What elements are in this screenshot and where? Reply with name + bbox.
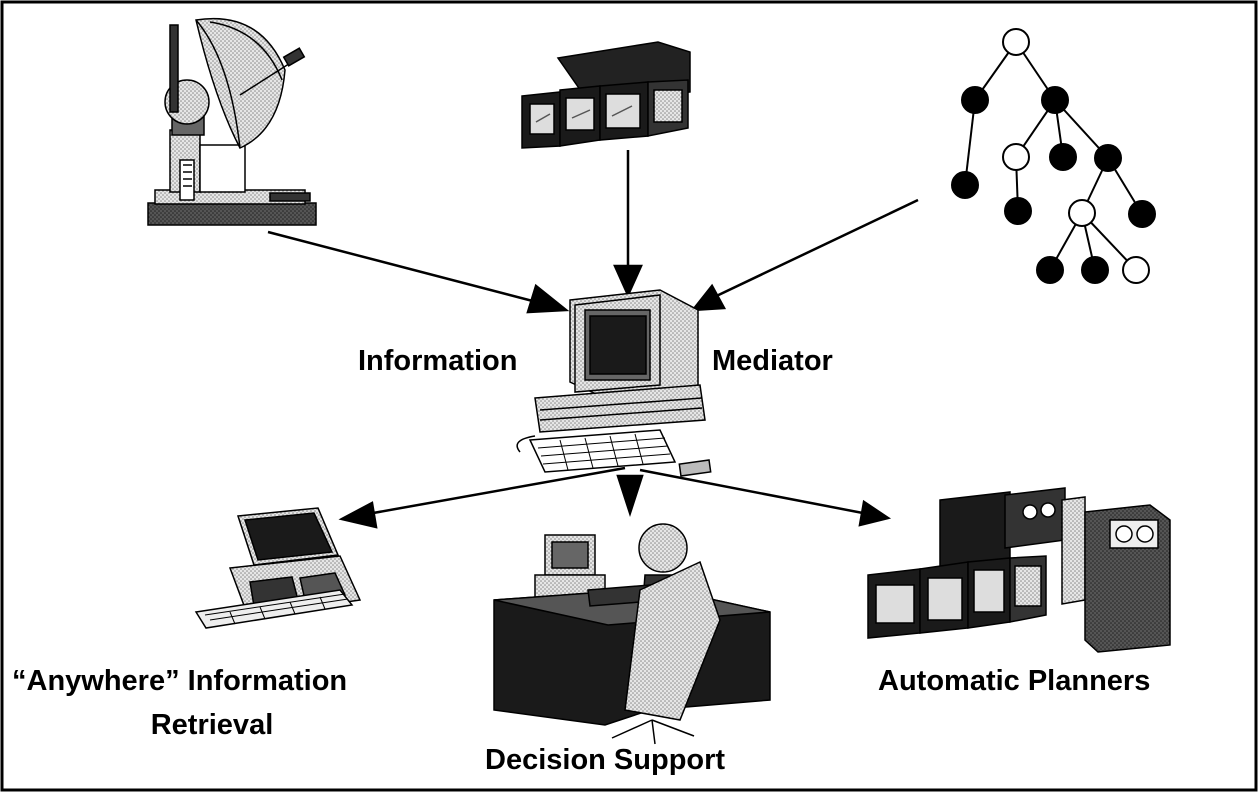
label-automatic-planners: Automatic Planners — [878, 665, 1151, 697]
label-decision-support: Decision Support — [485, 744, 726, 776]
server-rack-icon — [867, 487, 1171, 653]
label-anywhere-line1: “Anywhere” Information — [12, 665, 348, 697]
arrowhead-decision — [616, 474, 644, 518]
laptop-icon — [194, 507, 362, 629]
arrow-mediator-to-planners — [639, 468, 869, 516]
arrowhead-tree — [690, 283, 727, 312]
arrowhead-monitors — [613, 264, 643, 299]
arrow-dish-to-mediator — [267, 230, 549, 307]
label-mediator: Mediator — [712, 345, 833, 377]
monitor-bank-icon — [521, 41, 691, 149]
arrow-tree-to-mediator — [707, 198, 919, 302]
operator-desk-icon — [493, 523, 771, 745]
arrowhead-laptop — [338, 501, 378, 529]
label-information: Information — [358, 345, 518, 377]
tree-network-icon — [951, 28, 1156, 284]
arrowhead-dish — [526, 283, 570, 314]
connector-arrows — [267, 150, 919, 529]
label-anywhere-line2: Retrieval — [150, 709, 274, 741]
arrow-mediator-to-laptop — [361, 466, 626, 517]
workstation-icon — [516, 289, 712, 477]
satellite-dish-icon — [147, 17, 317, 226]
arrowhead-planners — [858, 499, 892, 527]
